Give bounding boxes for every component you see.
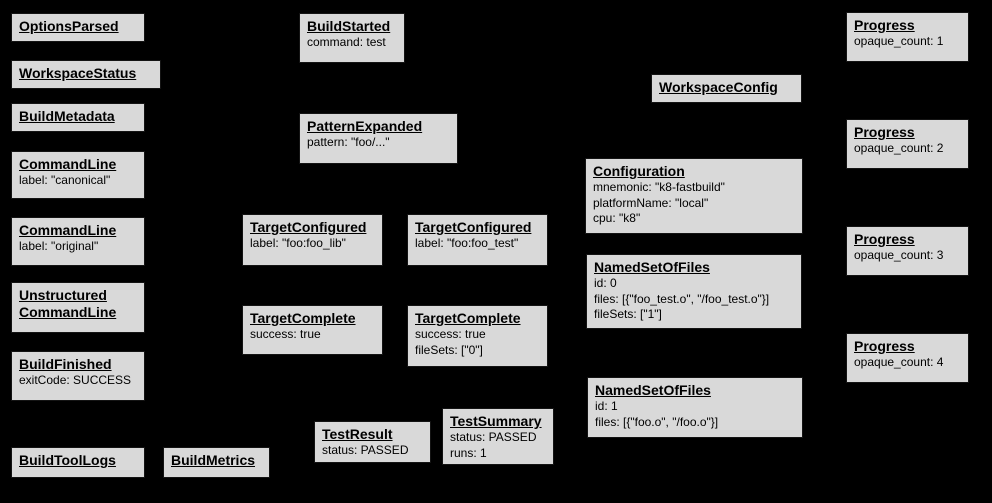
node-detail: runs: 1 [450,445,487,460]
node-detail: opaque_count: 3 [854,248,944,263]
node-title: NamedSetOfFiles [594,259,710,275]
node-title: WorkspaceStatus [19,65,137,81]
node-title: Progress [854,124,915,140]
node-title: TargetComplete [415,310,521,326]
node-detail: id: 0 [594,276,617,291]
node-title: TargetConfigured [250,219,367,235]
node-title: BuildMetrics [171,452,256,468]
node-build-tool-logs: BuildToolLogs [11,447,145,478]
node-detail: id: 1 [595,399,618,414]
node-detail: success: true [250,327,321,342]
node-title: BuildStarted [307,18,391,34]
node-detail: status: PASSED [450,430,537,445]
node-title: Progress [854,231,915,247]
node-workspace-status: WorkspaceStatus [11,60,161,89]
node-detail: label: "original" [19,239,99,254]
node-detail: label: "canonical" [19,173,111,188]
node-detail: opaque_count: 1 [854,34,944,49]
node-title: Progress [854,17,915,33]
node-detail: opaque_count: 2 [854,141,944,156]
node-title: OptionsParsed [19,18,119,34]
node-title: Progress [854,338,915,354]
node-title: TargetConfigured [415,219,532,235]
node-build-metadata: BuildMetadata [11,103,145,132]
node-options-parsed: OptionsParsed [11,13,145,42]
node-detail: platformName: "local" [593,195,709,210]
node-title: TestResult [322,426,393,442]
node-title: Unstructured [19,287,107,303]
node-title: BuildFinished [19,356,112,372]
node-detail: fileSets: ["0"] [415,342,483,357]
node-detail: exitCode: SUCCESS [19,373,132,388]
node-title: BuildMetadata [19,108,115,124]
node-detail: label: "foo:foo_lib" [250,236,346,251]
node-workspace-config: WorkspaceConfig [651,74,802,103]
node-title: WorkspaceConfig [659,79,778,95]
node-detail: files: [{"foo.o", "/foo.o"}] [595,414,719,429]
node-build-metrics: BuildMetrics [163,447,270,478]
node-title: CommandLine [19,222,117,238]
node-detail: cpu: "k8" [593,211,641,226]
node-detail: opaque_count: 4 [854,355,944,370]
node-title: BuildToolLogs [19,452,116,468]
node-detail: pattern: "foo/..." [307,135,390,150]
node-detail: success: true [415,327,486,342]
node-title: CommandLine [19,156,117,172]
node-detail: status: PASSED [322,443,409,458]
node-title: Configuration [593,163,685,179]
node-detail: command: test [307,35,386,50]
node-title: TestSummary [450,413,542,429]
node-detail: fileSets: ["1"] [594,307,662,322]
node-title: TargetComplete [250,310,356,326]
node-detail: mnemonic: "k8-fastbuild" [593,180,725,195]
node-title: CommandLine [19,304,117,321]
node-detail: label: "foo:foo_test" [415,236,519,251]
node-detail: files: [{"foo_test.o", "/foo_test.o"}] [594,291,770,306]
node-title: NamedSetOfFiles [595,382,711,398]
node-title: PatternExpanded [307,118,423,134]
